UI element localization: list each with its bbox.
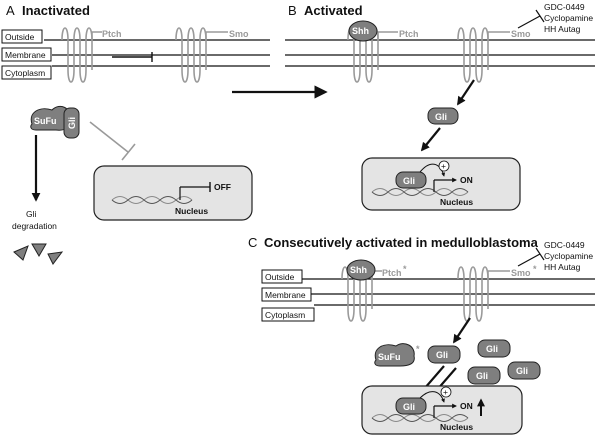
ptch-mutation-mark: *: [403, 264, 407, 274]
panel-c-layer-labels: Outside Membrane Cytoplasm: [261, 269, 315, 322]
panel-a-ptch-receptor: Ptch: [61, 27, 153, 83]
ptch-inhibits-smo-symbol: [112, 52, 153, 62]
panel-a-nucleus-label: Nucleus: [175, 206, 208, 216]
smo-to-gli-arrow-c: [453, 317, 471, 344]
panel-a-sufu-gli-complex: SuFu Gli: [30, 105, 80, 139]
panel-a-layer-labels: Outside Membrane Cytoplasm: [1, 29, 52, 80]
gli-label-b: Gli: [435, 112, 447, 122]
panel-a: A Inactivated Outside Membrane Cytoplasm…: [1, 3, 270, 265]
panel-b: B Activated Ptch Shh Smo GDC-0449 Cyclop…: [285, 2, 595, 211]
panel-b-nucleus-label: Nucleus: [440, 197, 473, 207]
panel-b-title: Activated: [304, 3, 363, 18]
inhibitor-gdc-0449-c: GDC-0449: [544, 240, 585, 250]
gli-label: Gli: [67, 117, 77, 129]
panel-c-sufu: SuFu *: [374, 343, 420, 367]
smo-to-gli-arrow-b: [457, 79, 475, 106]
panel-c-ptch-receptor: Ptch * Shh: [341, 259, 407, 322]
panel-b-inhibitors: GDC-0449 Cyclopamine HH Autag: [517, 2, 593, 34]
gli-label-c-4: Gli: [516, 366, 528, 376]
sufu-mutation-mark: *: [416, 344, 420, 354]
gli-label-c-2: Gli: [486, 344, 498, 354]
gli-inhibition-bar: [121, 143, 136, 161]
panel-c-title: Consecutively activated in medulloblasto…: [264, 235, 539, 250]
inhibitor-symbol-b: [517, 9, 545, 29]
gli-to-nucleus-arrow-b: [420, 127, 441, 152]
gli-degradation-label-1: Gli: [26, 209, 37, 219]
panel-c-nucleus: Gli + ON Nucleus: [361, 385, 523, 435]
plus-sign-b: +: [441, 161, 446, 171]
smo-label-b: Smo: [511, 29, 531, 39]
gli-nucleus-label-b: Gli: [403, 176, 415, 186]
shh-label-b: Shh: [352, 26, 369, 36]
panel-c-on-label: ON: [460, 401, 473, 411]
panel-b-membrane: [285, 39, 595, 67]
panel-c-smo-receptor: Smo *: [457, 264, 537, 322]
gli-nucleus-label-c: Gli: [403, 402, 415, 412]
panel-a-membrane: [44, 39, 270, 67]
inhibitor-hh-autag-b: HH Autag: [544, 24, 581, 34]
ptch-label-c: Ptch: [382, 268, 402, 278]
plus-sign-c: +: [443, 387, 448, 397]
panel-a-letter: A: [6, 3, 15, 18]
panel-b-smo-receptor: Smo: [457, 27, 531, 83]
panel-b-letter: B: [288, 3, 297, 18]
layer-label-cytoplasm: Cytoplasm: [5, 68, 45, 78]
ptch-label-b: Ptch: [399, 29, 419, 39]
shh-label-c: Shh: [350, 265, 367, 275]
inhibitor-cyclopamine-b: Cyclopamine: [544, 13, 593, 23]
panel-c-nucleus-label: Nucleus: [440, 422, 473, 432]
panel-c-membrane: [302, 278, 595, 306]
panel-b-on-label: ON: [460, 175, 473, 185]
gli-label-c-1: Gli: [436, 350, 448, 360]
layer-label-membrane-c: Membrane: [265, 290, 306, 300]
smo-label-c: Smo: [511, 268, 531, 278]
sufu-label: SuFu: [34, 116, 57, 126]
panel-c-letter: C: [248, 235, 257, 250]
panel-b-nucleus: Gli + ON Nucleus: [361, 157, 521, 211]
ptch-label: Ptch: [102, 29, 122, 39]
inhibitor-gdc-0449-b: GDC-0449: [544, 2, 585, 12]
degraded-fragments: [13, 243, 64, 265]
gli-degradation-label-2: degradation: [12, 221, 57, 231]
panel-a-smo-receptor: Smo: [175, 27, 249, 83]
layer-label-outside-c: Outside: [265, 272, 295, 282]
panel-a-title: Inactivated: [22, 3, 90, 18]
panel-c-inhibitors: GDC-0449 Cyclopamine HH Autag: [517, 240, 593, 272]
panel-c: C Consecutively activated in medulloblas…: [248, 235, 595, 435]
smo-label: Smo: [229, 29, 249, 39]
gli-label-c-3: Gli: [476, 371, 488, 381]
panel-a-nucleus: OFF Nucleus: [93, 165, 253, 221]
layer-label-membrane: Membrane: [5, 50, 46, 60]
layer-label-outside: Outside: [5, 32, 35, 42]
panel-c-gli-proteins: Gli Gli Gli Gli: [427, 339, 541, 385]
panel-b-ptch-receptor: Ptch Shh: [347, 20, 419, 83]
inhibitor-symbol-c: [517, 247, 545, 267]
smo-mutation-mark: *: [533, 264, 537, 274]
sufu-label-c: SuFu: [378, 352, 401, 362]
gli-protein-b: [427, 107, 459, 125]
gli-inhibition-line: [89, 121, 129, 153]
layer-label-cytoplasm-c: Cytoplasm: [265, 310, 305, 320]
panel-a-off-label: OFF: [214, 182, 231, 192]
inhibitor-hh-autag-c: HH Autag: [544, 262, 581, 272]
inhibitor-cyclopamine-c: Cyclopamine: [544, 251, 593, 261]
